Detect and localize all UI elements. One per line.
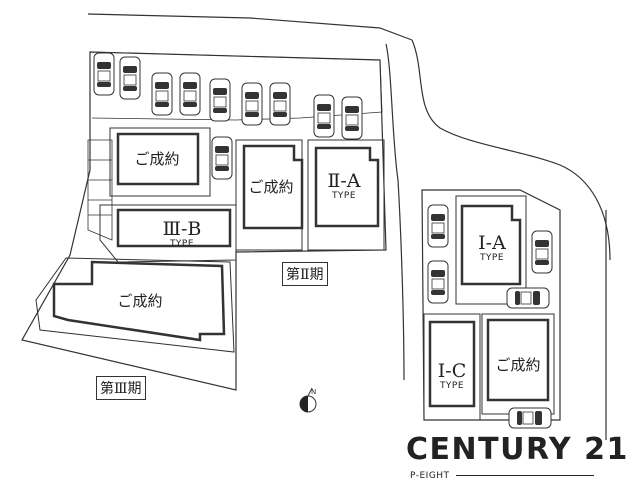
car-icon [151, 72, 173, 116]
lot-sold-lower-left[interactable] [35, 257, 235, 353]
car-icon [427, 204, 449, 248]
lot-sold-upper-left[interactable] [109, 127, 211, 197]
type-code: Ⅰ-A [478, 232, 506, 254]
block-boundary [21, 51, 387, 391]
type-word: TYPE [479, 253, 505, 263]
car-icon [531, 230, 553, 274]
car-icon [241, 82, 263, 126]
road-outline [87, 13, 611, 440]
car-icon [179, 72, 201, 116]
lot-1c[interactable] [423, 313, 481, 421]
lot-sold-middle[interactable] [235, 139, 304, 251]
type-word: TYPE [169, 239, 195, 249]
car-icon [341, 96, 363, 140]
lot-status-label: ご成約 [495, 356, 541, 374]
car-icon [508, 407, 552, 429]
brand-divider [456, 475, 594, 476]
north-road-line [87, 13, 413, 41]
car-icon [119, 56, 141, 100]
car-icon [93, 52, 115, 96]
lot-type-1c: Ⅰ-C TYPE [424, 360, 480, 392]
car-icon [313, 94, 335, 138]
type-word: TYPE [439, 381, 465, 391]
brand-logo: CENTURY 21 [406, 432, 629, 467]
type-code: Ⅰ-C [437, 360, 467, 382]
type-word: TYPE [331, 191, 357, 201]
stairs [87, 139, 113, 241]
north-road-curve [411, 39, 611, 261]
car-icon [211, 136, 233, 180]
phase-3-label: 第Ⅲ期 [96, 376, 146, 400]
lot-status-label: ご成約 [248, 178, 294, 196]
car-icon [506, 287, 550, 309]
brand-subtitle: P-EIGHT [410, 471, 450, 481]
type-code: Ⅲ-B [162, 218, 202, 240]
car-icon [209, 78, 231, 122]
lot-2a[interactable] [307, 139, 385, 251]
car-icon [427, 260, 449, 304]
middle-road-edge [385, 43, 405, 381]
north-arrow-icon: N [299, 387, 317, 413]
lot-type-2a: Ⅱ-A TYPE [312, 170, 376, 202]
lot-status-label: ご成約 [117, 292, 163, 310]
svg-text:N: N [311, 388, 316, 396]
phase-2-label: 第Ⅱ期 [282, 262, 328, 286]
lot-type-3b: Ⅲ-B TYPE [140, 218, 224, 250]
lot-1a[interactable] [455, 195, 527, 305]
car-icon [269, 82, 291, 126]
lot-type-1a: Ⅰ-A TYPE [460, 232, 524, 264]
type-code: Ⅱ-A [327, 170, 361, 192]
lot-status-label: ご成約 [134, 150, 180, 168]
